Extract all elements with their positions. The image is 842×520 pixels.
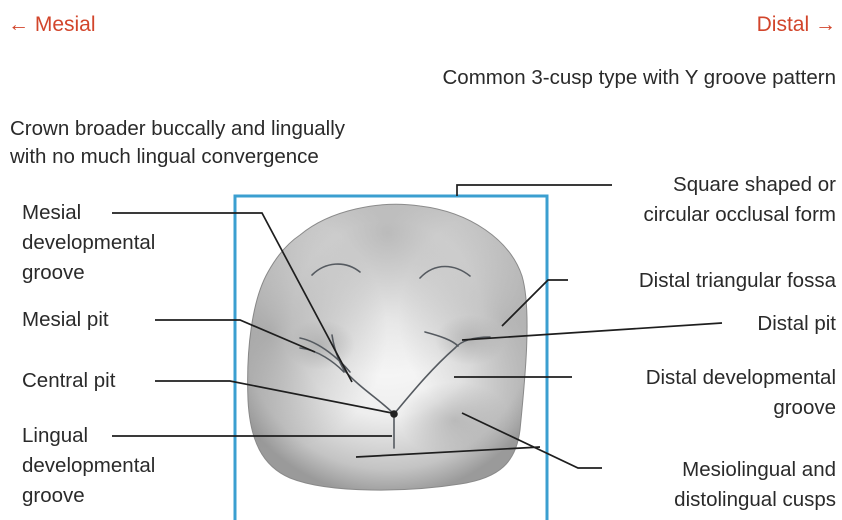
cusps-label-2: distolingual cusps [674, 488, 836, 511]
occlusal-form-label-2: circular occlusal form [643, 203, 836, 226]
distal-fossa-label: Distal triangular fossa [639, 269, 837, 292]
distal-groove-label-2: groove [773, 396, 836, 419]
lingual-groove-label-3: groove [22, 484, 85, 507]
distal-groove-label-1: Distal developmental [646, 366, 836, 389]
distal-pit-label: Distal pit [757, 312, 836, 335]
lingual-groove-label-2: developmental [22, 454, 155, 477]
mesial-groove-label-3: groove [22, 261, 85, 284]
cusps-label-1: Mesiolingual and [682, 458, 836, 481]
tooth-crown [248, 204, 527, 490]
mesial-direction-label: ← Mesial [8, 13, 96, 36]
crown-note-line2: with no much lingual convergence [9, 145, 319, 168]
lingual-groove-label-1: Lingual [22, 424, 88, 447]
central-pit-dot [390, 410, 398, 418]
mesial-groove-label-2: developmental [22, 231, 155, 254]
cusp-type-note: Common 3-cusp type with Y groove pattern [442, 66, 836, 89]
occlusal-form-label-1: Square shaped or [673, 173, 836, 196]
crown-note-line1: Crown broader buccally and lingually [10, 117, 346, 140]
mesial-pit-label: Mesial pit [22, 308, 109, 331]
mesial-groove-label-1: Mesial [22, 201, 81, 224]
central-pit-label: Central pit [22, 369, 116, 392]
leader-occlusal-form [457, 185, 612, 196]
distal-direction-label: Distal → [757, 13, 836, 36]
